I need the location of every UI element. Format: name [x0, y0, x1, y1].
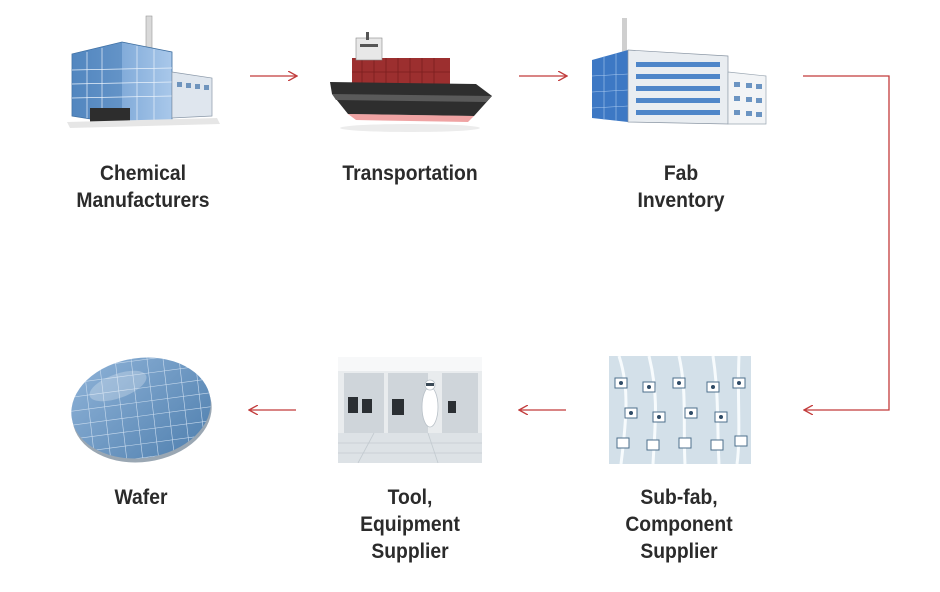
label-line: Manufacturers — [76, 189, 210, 212]
label-line: Inventory — [637, 189, 725, 212]
arrow-fab-to-subfab — [803, 75, 890, 410]
label-line: Tool, — [387, 486, 433, 509]
label-line: Sub-fab, — [640, 486, 718, 509]
label-line: Chemical — [100, 162, 186, 185]
label-chemical-manufacturers: Chemical Manufacturers — [42, 160, 244, 214]
label-line: Fab — [663, 162, 699, 185]
label-line: Equipment — [360, 513, 460, 536]
label-tool-equipment-supplier: Tool, Equipment Supplier — [309, 484, 511, 565]
wafer-icon — [66, 350, 216, 470]
label-sub-fab-component-supplier: Sub-fab, Component Supplier — [578, 484, 780, 565]
label-line: Transportation — [342, 162, 478, 185]
valve-array-icon — [609, 356, 751, 464]
label-line: Wafer — [114, 486, 168, 509]
cleanroom-icon — [338, 357, 482, 463]
label-transportation: Transportation — [309, 160, 511, 187]
label-line: Supplier — [640, 540, 718, 563]
label-line: Supplier — [371, 540, 449, 563]
label-fab-inventory: Fab Inventory — [580, 160, 782, 214]
label-line: Component — [625, 513, 733, 536]
cargo-ship-icon — [326, 30, 494, 134]
office-building-icon — [588, 16, 774, 128]
factory-icon — [62, 12, 222, 130]
label-wafer: Wafer — [40, 484, 242, 511]
